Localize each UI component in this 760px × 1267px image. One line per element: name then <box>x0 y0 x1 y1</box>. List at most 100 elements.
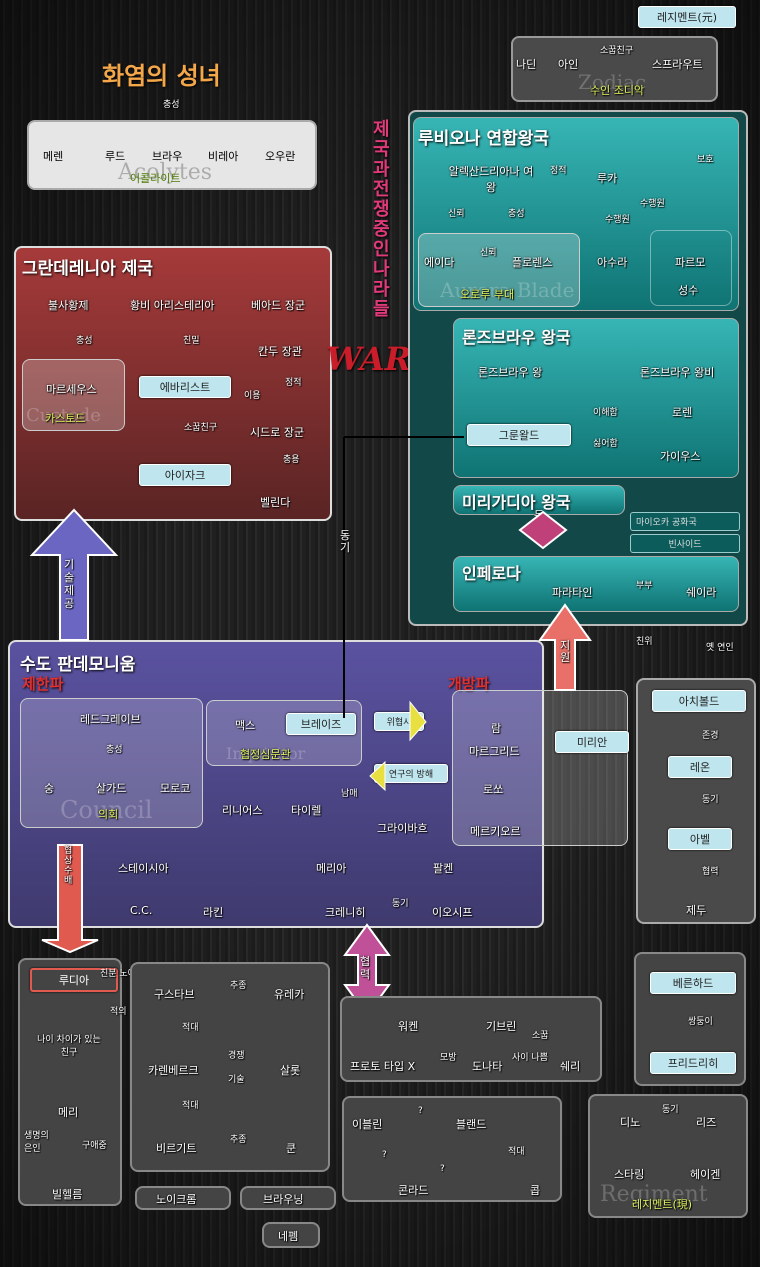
inquisitor-ghost: Inquisitor <box>226 744 306 763</box>
page-title: 화염의 성녀 <box>102 62 221 90</box>
char-paratine: 파라타인 <box>552 586 593 599</box>
char-alexandriana: 알렉산드리아나 여왕 <box>448 165 534 194</box>
char-falken: 팔켄 <box>433 862 454 875</box>
char-moroco: 모로코 <box>160 782 191 795</box>
support-arrow <box>538 603 592 691</box>
char-marseus: 마르세우스 <box>46 383 97 396</box>
char-redgrave: 레드그레이브 <box>80 713 141 726</box>
rel-imitate: 모방 <box>440 1053 457 1063</box>
char-kun: 쿤 <box>286 1142 297 1155</box>
char-liz: 리즈 <box>696 1116 717 1129</box>
char-seongsu: 성수 <box>678 284 699 297</box>
nefem-box <box>262 1222 320 1248</box>
char-melchior: 메르키오르 <box>470 825 521 838</box>
miri-title: 미리가디아 왕국 <box>462 493 571 512</box>
rel-skill: 기술 <box>228 1075 245 1085</box>
char-ouran: 오우란 <box>265 150 296 163</box>
capital-box <box>8 640 544 928</box>
luviona-title: 루비오나 연합왕국 <box>418 129 550 149</box>
char-virea: 비레아 <box>208 150 239 163</box>
char-evarist: 에바리스트 <box>139 376 231 398</box>
council-group: 의회 <box>98 808 119 821</box>
rel-loyal-luviona: 충성 <box>508 209 525 219</box>
regiment-ghost: Regiment <box>600 1182 708 1207</box>
char-mirian: 미리안 <box>555 731 629 753</box>
country-binside: 빈사이드 <box>630 534 740 553</box>
achibold-box <box>636 678 756 924</box>
wicken-box <box>340 996 602 1082</box>
char-noikrom: 노이크롬 <box>156 1193 197 1206</box>
char-loren: 로렌 <box>672 406 693 419</box>
aurora-group: 오로루 부대 <box>460 288 515 301</box>
char-achibold: 아치볼드 <box>652 690 746 712</box>
noikrom-box <box>135 1186 231 1210</box>
rel-follow: 추종 <box>230 981 247 991</box>
char-friedrich: 프리드리히 <box>650 1052 736 1074</box>
threat-arrow <box>409 700 427 742</box>
char-meri: 메리 <box>58 1106 79 1119</box>
browning-box <box>240 1186 336 1210</box>
war-title: 제국과 전쟁중인 나라들 <box>373 119 390 320</box>
rel-respect: 존경 <box>702 731 719 741</box>
rel-trust-2: 신뢰 <box>480 248 497 258</box>
rel-dislike: 싫어함 <box>593 439 618 449</box>
rel-bad-terms: 사이 나쁨 <box>512 1053 548 1063</box>
custode-group: 카스토드 <box>45 412 86 425</box>
rel-childhood-granden: 소꿉친구 <box>184 423 218 433</box>
council-box <box>20 698 203 828</box>
char-margrid: 마르그리드 <box>469 745 520 758</box>
char-linius: 리니어스 <box>222 804 263 817</box>
rel-old-lover: 옛 연인 <box>706 643 734 653</box>
char-sprout: 스프라우트 <box>652 58 703 71</box>
rel-attendant: 수행원 <box>605 215 630 225</box>
rel-childhood: 소꿉친구 <box>600 46 634 56</box>
parmo-box <box>650 230 732 306</box>
country-maioka: 마이오카 공화국 <box>630 512 740 531</box>
char-rakin: 라킨 <box>203 906 224 919</box>
ronz-box <box>453 318 739 478</box>
char-eida: 에이다 <box>424 256 455 269</box>
char-tyrell: 타이렐 <box>291 804 322 817</box>
char-max: 맥스 <box>235 719 256 732</box>
char-belinda: 벨린다 <box>260 496 291 509</box>
char-sheri: 쉐리 <box>560 1060 581 1073</box>
char-salgard: 살가드 <box>96 782 127 795</box>
research-arrow <box>369 760 386 792</box>
char-kop: 콥 <box>530 1184 541 1197</box>
rel-tech: 기술제공 <box>64 558 75 610</box>
char-isaac: 아이자크 <box>139 464 231 486</box>
granden-title: 그란데레니아 제국 <box>22 259 154 279</box>
rel-loyal-acolyte: 충성 <box>163 100 180 110</box>
rel-siblings: 남매 <box>341 789 358 799</box>
char-asura: 아수라 <box>597 256 628 269</box>
ronz-title: 론즈브라우 왕국 <box>462 328 571 347</box>
char-rudia: 루디아 <box>30 968 118 992</box>
char-sung: 숭 <box>44 782 55 795</box>
char-meria: 메리아 <box>316 862 347 875</box>
inpe-title: 인페로다 <box>462 564 521 583</box>
inquisitor-group: 협정심문관 <box>240 748 291 761</box>
char-jedu: 제두 <box>686 904 707 917</box>
char-gaius: 가이우스 <box>660 450 701 463</box>
rel-follow-2: 추종 <box>230 1135 247 1145</box>
char-sheira: 쉐이라 <box>686 586 717 599</box>
miri-box <box>453 485 625 515</box>
rel-q3: ? <box>440 1164 445 1174</box>
char-staysia: 스테이시아 <box>118 862 169 875</box>
aurora-ghost: Aurora Blade <box>440 278 575 302</box>
char-kandu: 칸두 장관 <box>258 345 302 358</box>
inpe-box <box>453 556 739 612</box>
rel-close: 친밀 <box>183 336 200 346</box>
zodiac-ghost: Zodiac <box>578 70 647 94</box>
rel-q1: ? <box>418 1106 423 1116</box>
char-prototype: 프로토 타입 X <box>350 1060 416 1073</box>
rel-hostile-i: 적대 <box>508 1147 525 1157</box>
rel-coop: 협력 <box>702 867 719 877</box>
char-sidro: 시드로 장군 <box>250 426 305 439</box>
char-parmo: 파르모 <box>675 256 706 269</box>
zodiac-box <box>511 36 718 102</box>
char-ivlin: 이블린 <box>352 1118 383 1131</box>
char-wicken: 워켄 <box>398 1020 419 1033</box>
rel-q2: ? <box>382 1150 387 1160</box>
char-eureka: 유레카 <box>274 988 305 1001</box>
